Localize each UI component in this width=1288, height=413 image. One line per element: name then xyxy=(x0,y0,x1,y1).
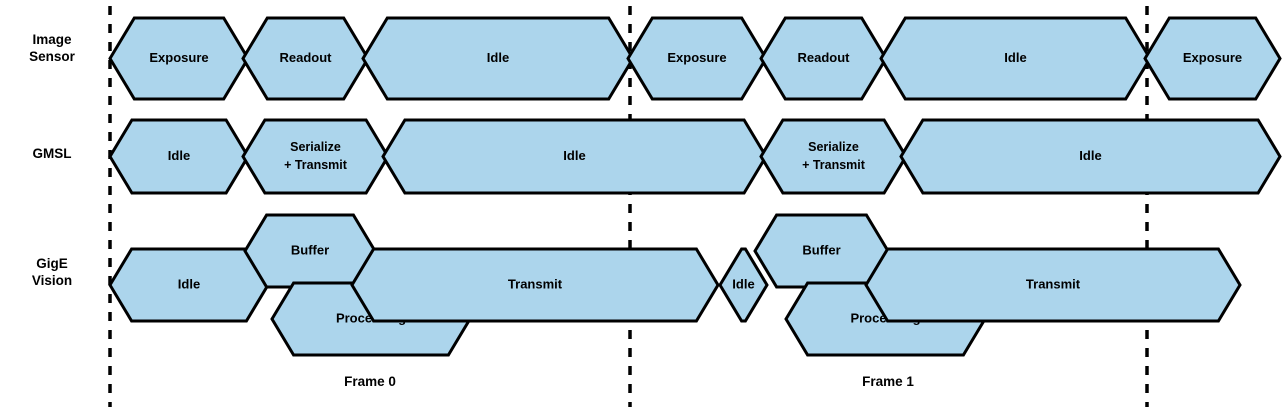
block-label-gige-vision-1: Buffer xyxy=(291,242,329,257)
block-image-sensor-4 xyxy=(759,16,888,101)
block-label-gmsl-0: Idle xyxy=(168,148,190,163)
block-label-gmsl-1: Serialize xyxy=(290,140,341,154)
block-label-image-sensor-6: Exposure xyxy=(1183,50,1242,65)
block-gige-vision-4 xyxy=(718,247,769,323)
block-gmsl-1 xyxy=(241,118,390,195)
timeline-row-gige-vision: IdleBufferProcessingTransmitIdleBufferPr… xyxy=(108,213,1242,357)
row-label-gige-vision: GigE xyxy=(36,256,68,271)
block-image-sensor-2 xyxy=(361,16,635,101)
block-image-sensor-5 xyxy=(879,16,1152,101)
block-label-gige-vision-3: Transmit xyxy=(508,276,563,291)
frame-dividers-layer xyxy=(108,6,1149,407)
frame-label-0: Frame 0 xyxy=(344,374,396,389)
block-image-sensor-3 xyxy=(626,16,768,101)
block-label-image-sensor-0: Exposure xyxy=(149,50,208,65)
frame-labels-layer: Frame 0 Frame 1 xyxy=(344,374,914,389)
block-label-gmsl-3: Serialize xyxy=(808,140,859,154)
frame-label-1: Frame 1 xyxy=(862,374,914,389)
block-label-image-sensor-2: Idle xyxy=(487,50,509,65)
block-image-sensor-6 xyxy=(1143,16,1282,101)
block-label-gige-vision-7: Transmit xyxy=(1026,276,1081,291)
block-label-image-sensor-1: Readout xyxy=(280,50,333,65)
block-image-sensor-0 xyxy=(108,16,250,101)
block-label-gige-vision-5: Buffer xyxy=(802,242,840,257)
row-label-image-sensor: Sensor xyxy=(29,49,76,64)
block-label-gige-vision-0: Idle xyxy=(178,276,200,291)
block-label-gmsl-2: Idle xyxy=(563,148,585,163)
block-image-sensor-1 xyxy=(241,16,370,101)
block-gige-vision-7 xyxy=(864,247,1242,323)
block-gmsl-0 xyxy=(108,118,250,195)
row-label-gige-vision: Vision xyxy=(32,273,72,288)
block-label-image-sensor-4: Readout xyxy=(798,50,851,65)
block-gmsl-3 xyxy=(759,118,908,195)
timeline-row-image-sensor: Exposure Readout Idle Exposure Readout Idle Ex… xyxy=(108,16,1282,101)
row-label-image-sensor: Image xyxy=(32,32,72,47)
block-label-gmsl-3: + Transmit xyxy=(802,158,866,172)
block-label-image-sensor-5: Idle xyxy=(1004,50,1026,65)
row-label-gmsl: GMSL xyxy=(33,146,72,161)
block-gige-vision-3 xyxy=(350,247,720,323)
timeline-row-gmsl: Idle Serialize + Transmit Idle Serialize + Tr… xyxy=(108,118,1282,195)
block-label-gige-vision-4: Idle xyxy=(732,276,754,291)
block-gmsl-2 xyxy=(381,118,768,195)
block-label-gmsl-1: + Transmit xyxy=(284,158,348,172)
block-gmsl-4 xyxy=(899,118,1282,195)
block-label-image-sensor-3: Exposure xyxy=(667,50,726,65)
block-label-gmsl-4: Idle xyxy=(1079,148,1101,163)
